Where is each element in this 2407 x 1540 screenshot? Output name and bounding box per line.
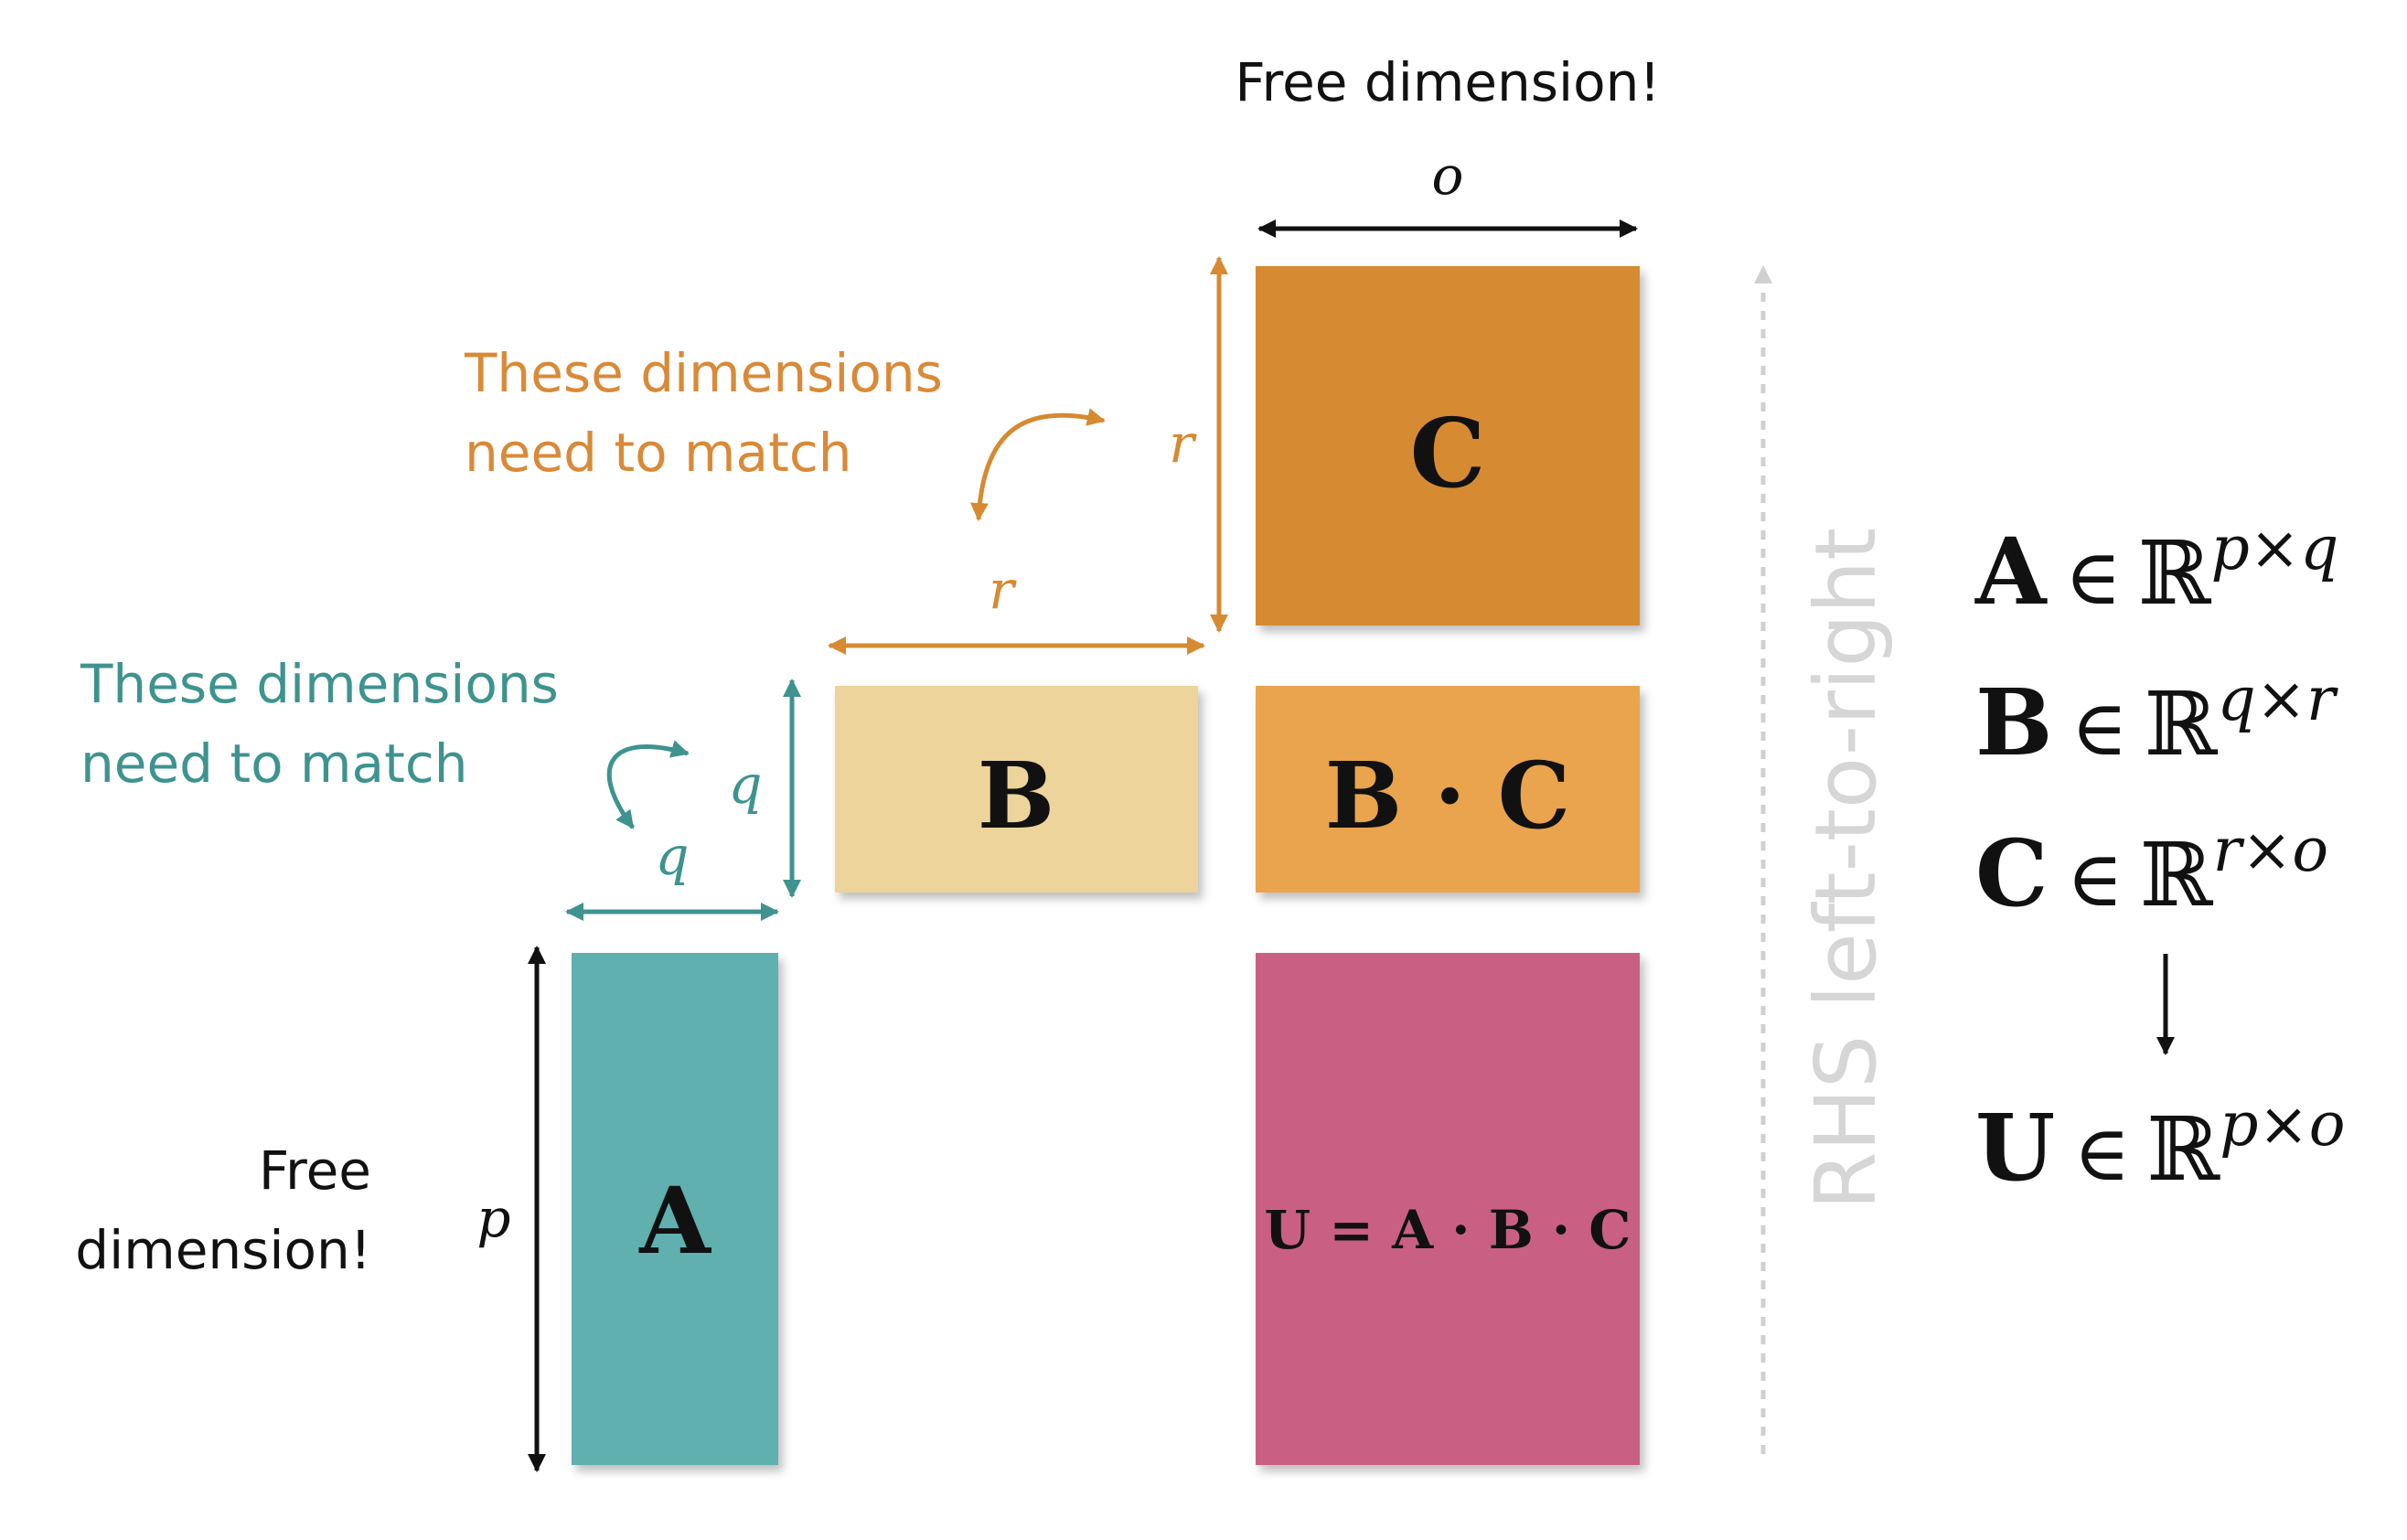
dim-p-label: p: [476, 1187, 510, 1249]
equation-u-in: ∈: [2073, 1108, 2130, 1198]
dim-r-horizontal-label: r: [989, 559, 1017, 621]
equation-a-in: ∈: [2065, 532, 2122, 622]
matrix-u-block: [1256, 953, 1640, 1465]
matrix-c-label: C: [1410, 397, 1486, 509]
equation-a: A∈ℝp×q: [1974, 513, 2338, 626]
equation-a-field: ℝ: [2138, 522, 2212, 625]
matrix-a-block: [572, 953, 778, 1465]
svg-text:B∈ℝq×r: B∈ℝq×r: [1975, 664, 2338, 776]
match-note-teal-line2: need to match: [80, 733, 467, 795]
matrix-u-label: U = A · B · C: [1265, 1199, 1631, 1261]
equation-u: U∈ℝp×o: [1975, 1089, 2345, 1202]
matrix-a-label: A: [638, 1167, 711, 1275]
match-curved-arrow-orange: [969, 408, 1106, 521]
dim-q-horizontal-label: q: [655, 825, 689, 887]
equation-a-matrix: A: [1974, 518, 2048, 626]
equation-c-matrix: C: [1975, 819, 2049, 927]
equation-b-field: ℝ: [2145, 673, 2219, 775]
dim-q-vertical-label: q: [728, 754, 762, 816]
equation-b: B∈ℝq×r: [1975, 664, 2338, 776]
equation-c: C∈ℝr×o: [1975, 815, 2328, 927]
equation-u-matrix: U: [1975, 1094, 2055, 1202]
equation-a-dims: p×q: [2211, 513, 2339, 583]
equation-c-in: ∈: [2067, 834, 2124, 924]
match-curved-arrow-teal: [606, 740, 690, 829]
svg-text:U∈ℝp×o: U∈ℝp×o: [1975, 1089, 2345, 1202]
match-note-teal-line1: These dimensions: [80, 653, 559, 715]
free-dimension-left-line1: Free: [259, 1139, 371, 1202]
svg-text:A∈ℝp×q: A∈ℝp×q: [1974, 513, 2338, 626]
equation-b-matrix: B: [1975, 668, 2053, 776]
matrix-c-block: [1256, 266, 1640, 626]
equation-u-dims: p×o: [2220, 1089, 2345, 1160]
match-note-orange-line2: need to match: [465, 422, 851, 484]
matrix-b-label: B: [978, 742, 1055, 850]
equation-b-dims: q×r: [2218, 664, 2339, 734]
equation-b-in: ∈: [2071, 683, 2128, 773]
matrix-b-block: [835, 686, 1198, 893]
dim-r-vertical-label: r: [1169, 412, 1197, 475]
equation-u-field: ℝ: [2146, 1098, 2220, 1201]
equation-c-field: ℝ: [2140, 824, 2214, 926]
dim-o-label: o: [1432, 144, 1464, 207]
equation-c-dims: r×o: [2213, 815, 2329, 885]
rhs-direction-label: RHS left-to-right: [1797, 528, 1895, 1210]
free-dimension-top: Free dimension!: [1235, 51, 1660, 113]
matrix-bc-label: B · C: [1325, 742, 1571, 850]
free-dimension-left-line2: dimension!: [75, 1219, 371, 1281]
matrix-bc-block: [1256, 686, 1640, 893]
match-note-orange-line1: These dimensions: [464, 342, 943, 404]
svg-text:C∈ℝr×o: C∈ℝr×o: [1975, 815, 2328, 927]
